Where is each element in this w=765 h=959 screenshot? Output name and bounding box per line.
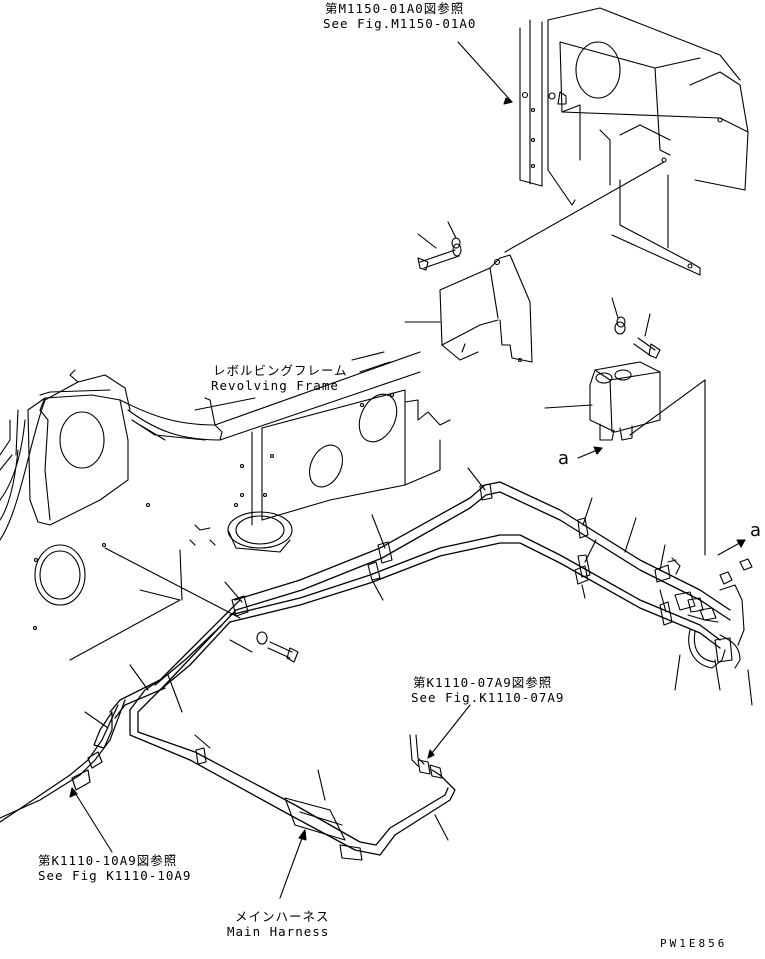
k1110-07-connector [409, 734, 443, 779]
connectors-right [574, 557, 753, 669]
ref-k1110-07-jp: 第K1110-07A9図参照 [413, 675, 553, 690]
leader-k1110-10 [71, 787, 113, 853]
main-harness-en: Main Harness [227, 924, 330, 939]
leader-k1110-07 [427, 704, 471, 759]
left-connector [0, 699, 126, 823]
frame-hatch [351, 351, 391, 373]
ref-k1110-10-jp: 第K1110-10A9図参照 [38, 853, 178, 868]
harness-clamps [195, 483, 591, 861]
leader-bolt-r [644, 313, 651, 337]
ref-m1150-en: See Fig.M1150-01A0 [323, 16, 477, 31]
leader-left-connector [84, 711, 109, 729]
harness-leaders [129, 467, 753, 841]
revolving-frame-jp: レボルビングフレーム [213, 363, 348, 378]
ref-m1150-jp: 第M1150-01A0図参照 [325, 1, 465, 16]
revolving-frame [0, 351, 421, 541]
cab-panel [519, 7, 749, 276]
leader-bolt-hole [504, 161, 665, 253]
leader-a-right [629, 379, 706, 556]
leader-controller [544, 404, 593, 409]
bolt-washer-upper [417, 237, 462, 271]
revolving-frame-en: Revolving Frame [211, 378, 339, 393]
callout-a-left: a [558, 448, 570, 469]
leader-m1150 [457, 41, 513, 103]
ref-k1110-10-en: See Fig K1110-10A9 [38, 868, 192, 883]
frame-plates [32, 389, 451, 661]
leader-plate [104, 547, 241, 619]
bracket [439, 254, 533, 363]
leader-main-harness [279, 829, 306, 899]
bolt-washer-right [614, 316, 661, 359]
main-harness [109, 481, 731, 856]
main-harness-jp: メインハーネス [235, 909, 330, 924]
bolt-washer-mid [256, 631, 299, 663]
drawing-code: PW1E856 [660, 937, 728, 950]
ref-k1110-07-en: See Fig.K1110-07A9 [411, 690, 565, 705]
leader-bolt [417, 233, 437, 249]
leader-washer-r [611, 297, 619, 319]
callout-a-right: a [750, 520, 762, 541]
leader-revolving-frame [194, 397, 256, 411]
controller-box [589, 361, 661, 441]
leader-washer [447, 221, 457, 239]
